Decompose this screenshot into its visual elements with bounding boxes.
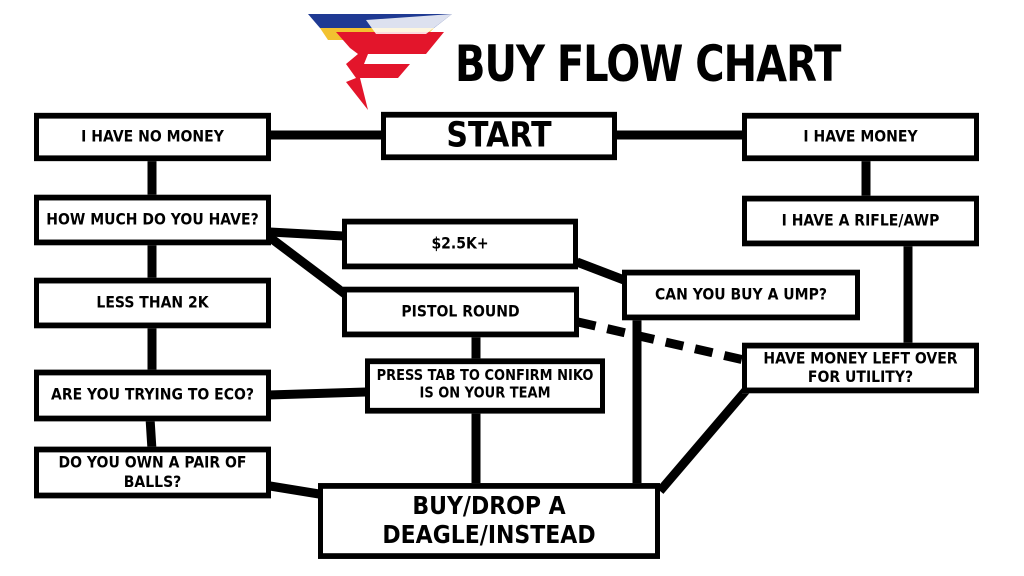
connector-utility-deagle: [656, 385, 752, 494]
node-less-than-2k: LESS THAN 2K: [34, 277, 271, 329]
node-no-money: I HAVE NO MONEY: [34, 112, 271, 162]
node-2k5-plus: $2.5K+: [342, 218, 578, 270]
node-how-much: HOW MUCH DO YOU HAVE?: [34, 194, 271, 246]
node-buy-deagle: BUY/DROP A DEAGLE/INSTEAD: [318, 483, 660, 559]
node-trying-to-eco: ARE YOU TRYING TO ECO?: [34, 369, 271, 422]
node-pistol-round: PISTOL ROUND: [342, 286, 579, 338]
node-money-left-utility: HAVE MONEY LEFT OVER FOR UTILITY?: [742, 342, 979, 394]
connector-2k5-ump: [575, 257, 626, 285]
page-title: BUY FLOW CHART: [455, 36, 841, 94]
connector-how-much-pistol: [265, 232, 348, 298]
faze-logo: [308, 14, 452, 110]
connector-balls-deagle: [269, 481, 320, 499]
node-rifle-awp: I HAVE A RIFLE/AWP: [742, 195, 979, 247]
connector-eco-balls: [145, 417, 157, 451]
connector-how-much-2k5: [269, 227, 344, 241]
node-pair-of-balls: DO YOU OWN A PAIR OF BALLS?: [34, 446, 271, 499]
node-have-money: I HAVE MONEY: [742, 112, 979, 162]
node-press-tab: PRESS TAB TO CONFIRM NIKO IS ON YOUR TEA…: [365, 358, 605, 414]
node-start: START: [381, 111, 617, 161]
connector-eco-presstab: [267, 387, 367, 400]
node-can-buy-ump: CAN YOU BUY A UMP?: [622, 269, 860, 321]
connector-pistol-utility-dashed: [576, 317, 746, 365]
